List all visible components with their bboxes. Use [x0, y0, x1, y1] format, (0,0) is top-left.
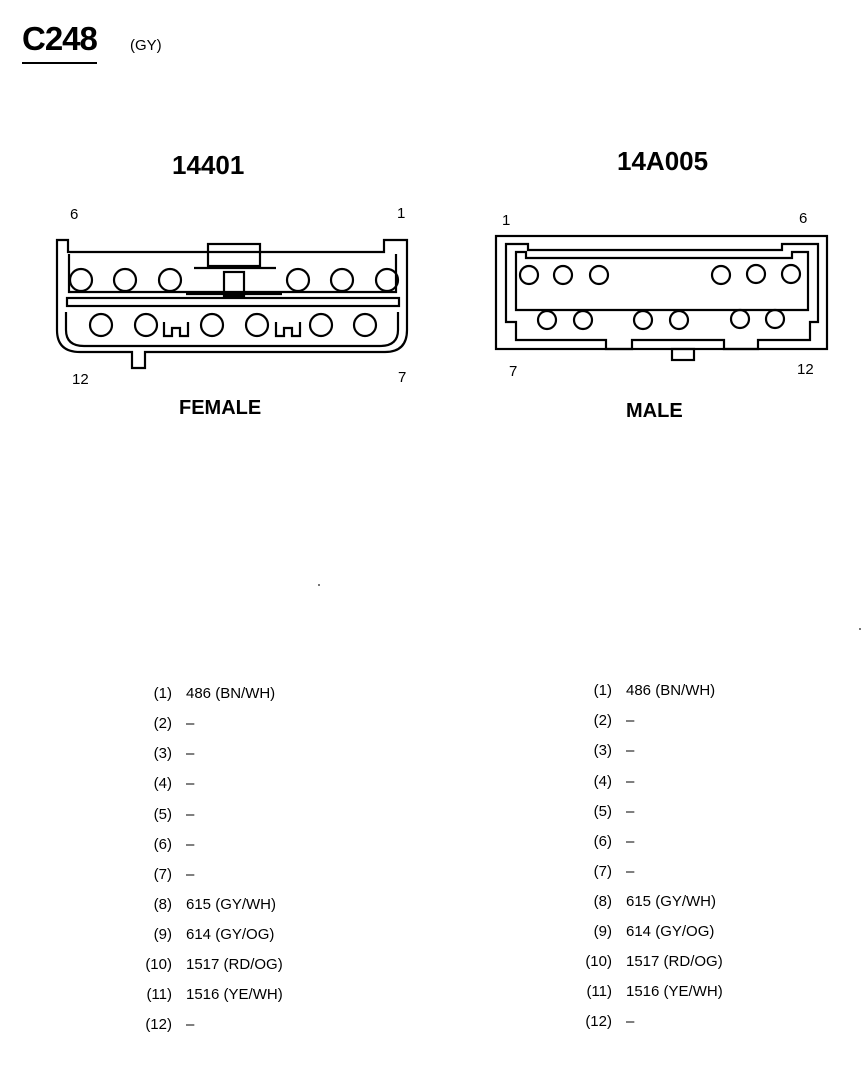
- list-item: (8)615 (GY/WH): [593, 893, 717, 910]
- list-item: (2)–: [153, 715, 195, 732]
- list-item: (1)486 (BN/WH): [593, 682, 716, 699]
- list-item: (5)–: [593, 803, 635, 820]
- scan-speck: [318, 584, 320, 586]
- list-item: (6)–: [153, 836, 195, 853]
- list-item: (3)–: [593, 742, 635, 759]
- female-pin-label-top-left: 6: [70, 206, 79, 223]
- male-pin-label-top-left: 1: [502, 212, 511, 229]
- list-item: (4)–: [153, 775, 195, 792]
- list-item: (11)1516 (YE/WH): [146, 986, 283, 1003]
- list-item: (3)–: [153, 745, 195, 762]
- list-item: (7)–: [153, 866, 195, 883]
- list-item: (11)1516 (YE/WH): [586, 983, 723, 1000]
- male-gender-label: MALE: [626, 400, 683, 422]
- female-pin-label-bottom-right: 7: [398, 369, 407, 386]
- list-item: (1)486 (BN/WH): [153, 685, 276, 702]
- list-item: (9)614 (GY/OG): [593, 923, 715, 940]
- list-item: (6)–: [593, 833, 635, 850]
- list-item: (10)1517 (RD/OG): [145, 956, 283, 973]
- male-pin-label-top-right: 6: [799, 210, 808, 227]
- connector-color: (GY): [130, 37, 162, 54]
- female-part-number: 14401: [172, 150, 245, 180]
- male-pin-label-bottom-right: 12: [797, 361, 814, 378]
- male-part-number: 14A005: [617, 146, 709, 176]
- list-item: (7)–: [593, 863, 635, 880]
- list-item: (4)–: [593, 773, 635, 790]
- connector-id: C248: [22, 20, 98, 64]
- list-item: (12)–: [585, 1013, 635, 1030]
- female-gender-label: FEMALE: [179, 397, 262, 419]
- list-item: (5)–: [153, 806, 195, 823]
- female-pin-label-bottom-left: 12: [72, 371, 89, 388]
- list-item: (10)1517 (RD/OG): [585, 953, 723, 970]
- list-item: (9)614 (GY/OG): [153, 926, 275, 943]
- list-item: (2)–: [593, 712, 635, 729]
- list-item: (8)615 (GY/WH): [153, 896, 277, 913]
- scan-speck: [859, 628, 861, 630]
- male-pin-label-bottom-left: 7: [509, 363, 518, 380]
- female-pin-label-top-right: 1: [397, 205, 406, 222]
- list-item: (12)–: [145, 1016, 195, 1033]
